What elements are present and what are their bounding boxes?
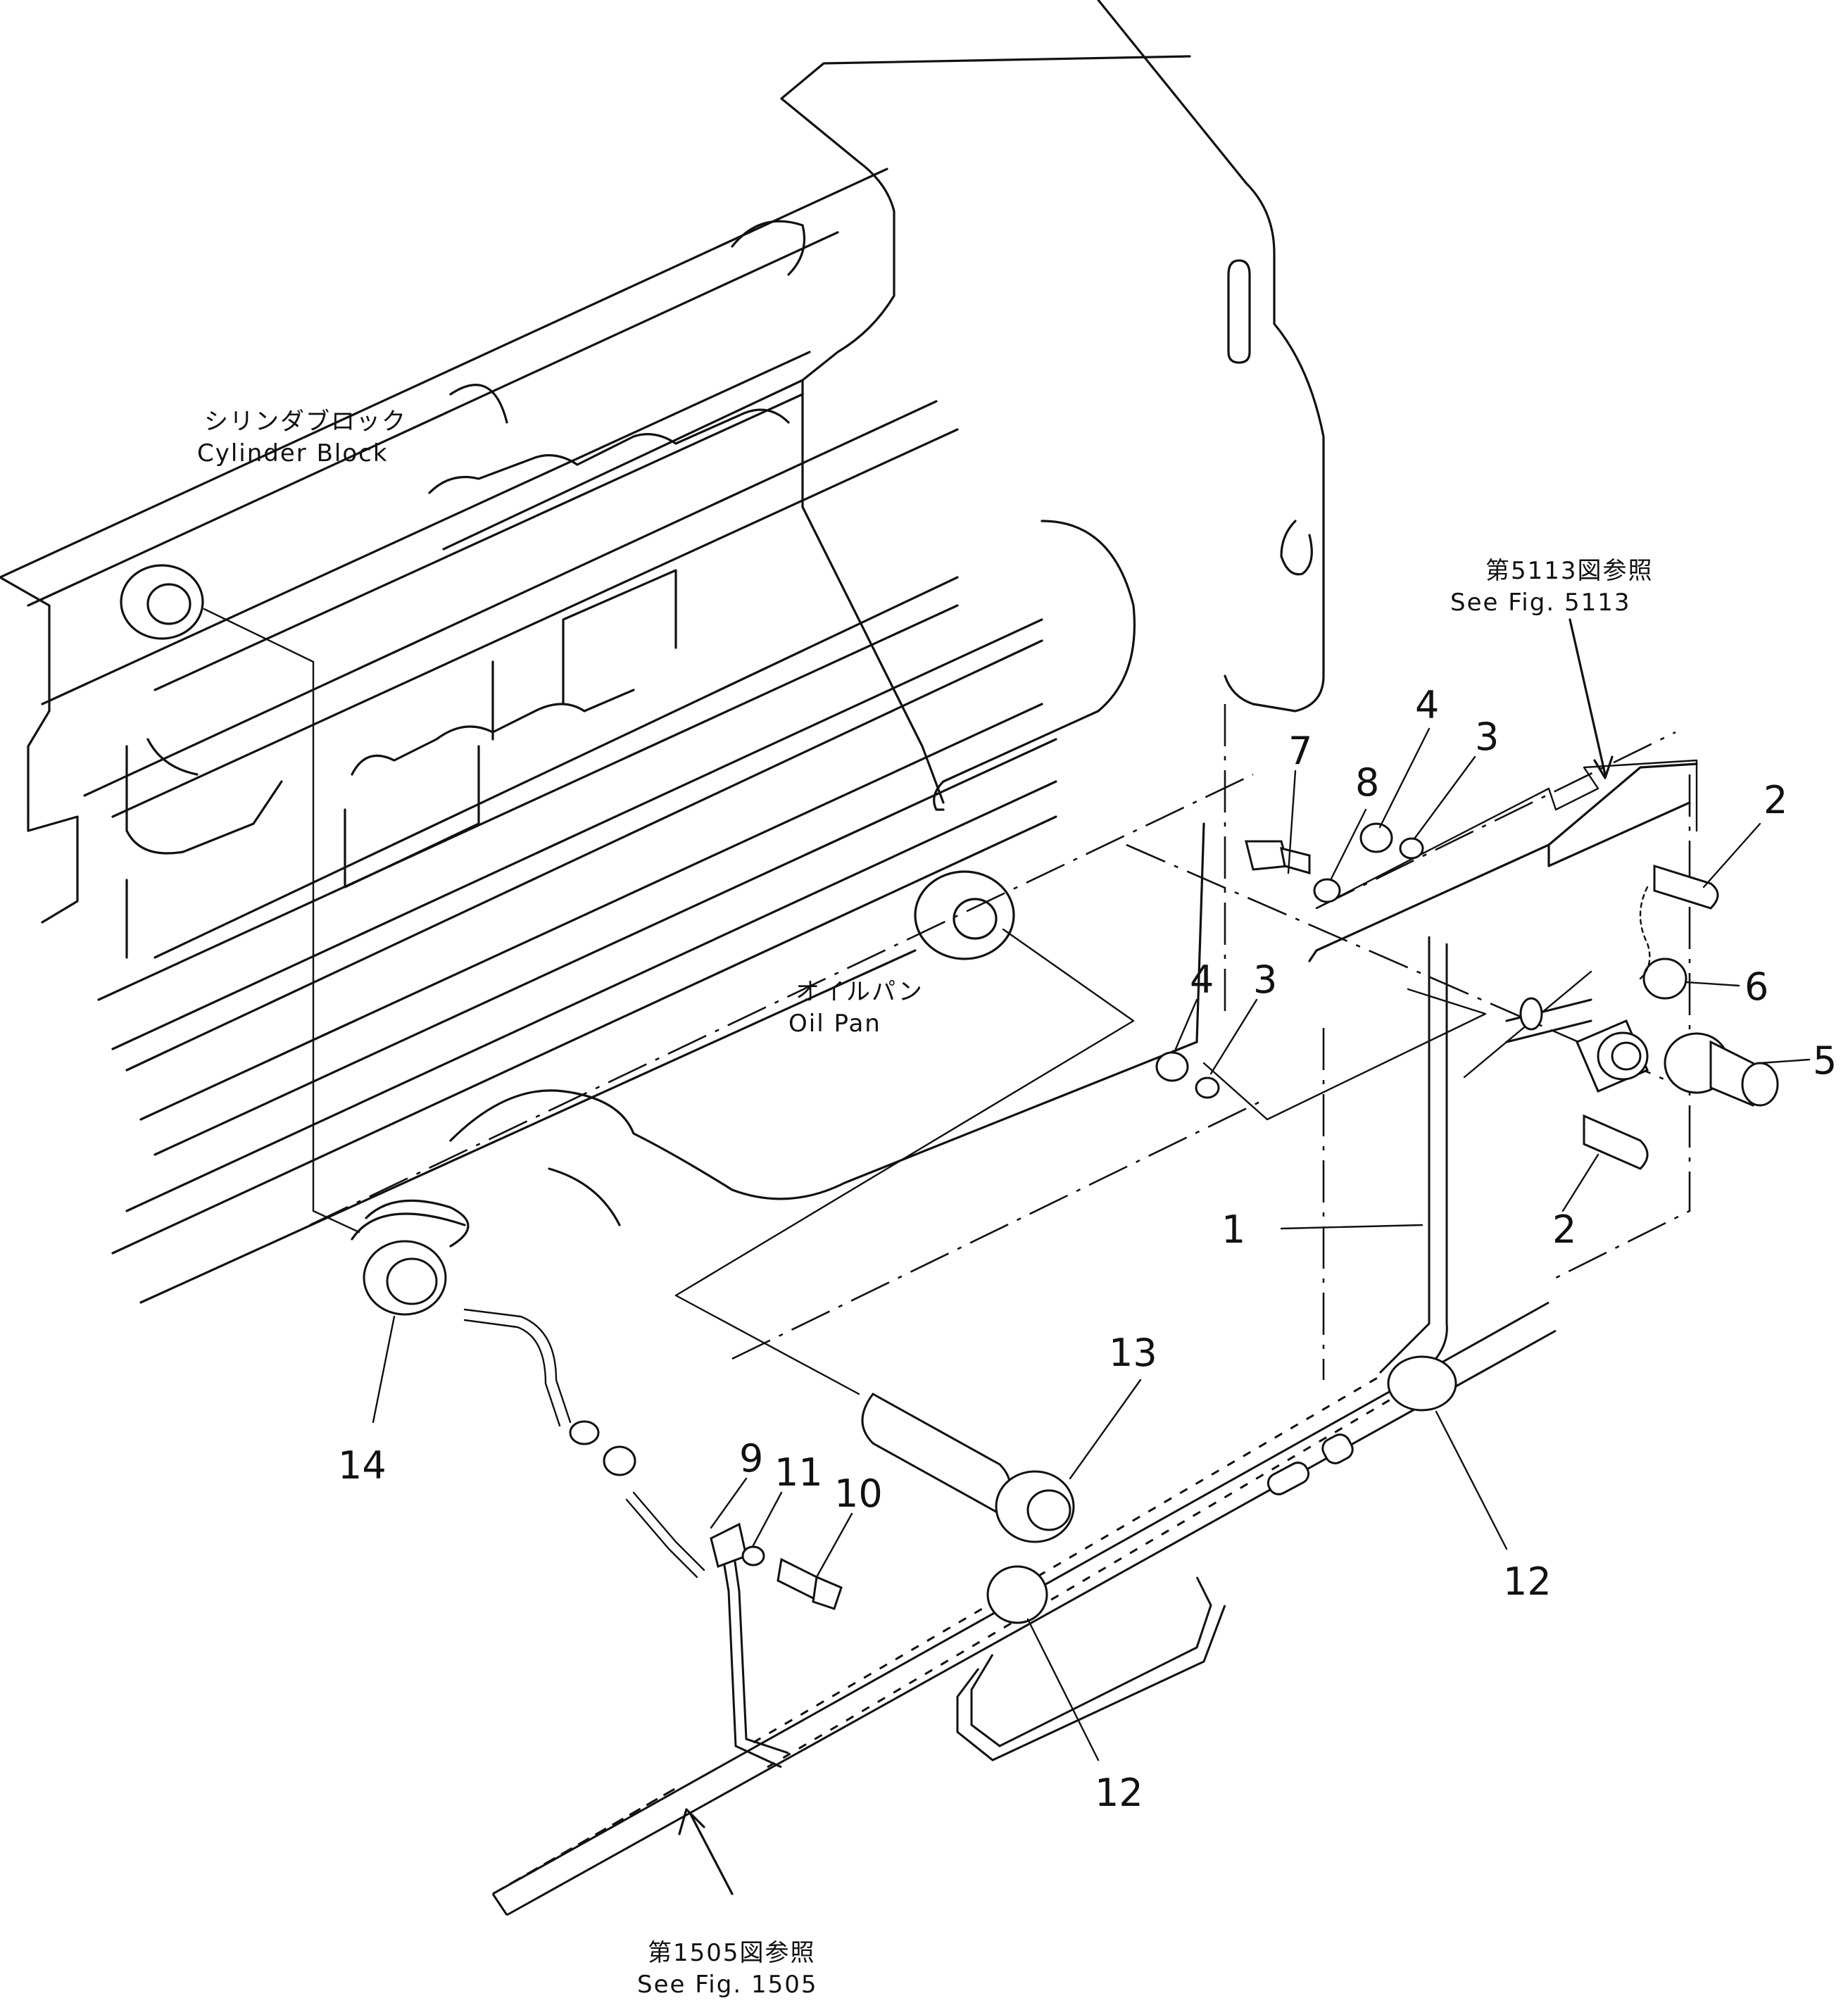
callout-11: 11 — [774, 1450, 823, 1495]
fig-5113-label-en: See Fig. 5113 — [1450, 589, 1630, 617]
bracket-plate — [1308, 762, 1698, 962]
receptacle — [1505, 997, 1649, 1093]
cylinder-block-drawing — [0, 0, 1325, 1304]
cylinder-block-label-en: Cylinder Block — [197, 439, 389, 467]
callout-14: 14 — [338, 1443, 386, 1488]
callout-3-upper: 3 — [1475, 715, 1499, 759]
callout-4-lower: 4 — [1190, 957, 1214, 1002]
callout-9: 9 — [739, 1436, 763, 1481]
oil-pan-label-en: Oil Pan — [788, 1010, 881, 1038]
callout-12-bottom: 12 — [1095, 1771, 1143, 1815]
fasteners — [710, 822, 1719, 1624]
callout-10: 10 — [834, 1471, 883, 1516]
cylinder-block-label-jp: シリンダブロック — [204, 408, 407, 436]
callout-7: 7 — [1288, 729, 1312, 773]
callout-12-right: 12 — [1503, 1559, 1552, 1604]
fig-1505-label-en: See Fig. 1505 — [637, 1971, 817, 1999]
fig-5113-label-jp: 第5113図参照 — [1485, 557, 1654, 585]
oil-pan-label-jp: オイルパン — [796, 978, 924, 1006]
callout-2-upper: 2 — [1764, 778, 1787, 822]
callout-numbers: 1 2 2 3 3 4 4 5 6 7 8 9 10 11 12 12 13 1… — [338, 683, 1837, 1815]
reference-harness-1505 — [491, 1787, 677, 1916]
callout-leaders — [372, 618, 1811, 1895]
callout-5: 5 — [1813, 1038, 1837, 1083]
callout-6: 6 — [1745, 965, 1768, 1009]
callout-3-lower: 3 — [1253, 957, 1277, 1002]
callout-2-lower: 2 — [1552, 1207, 1576, 1252]
callout-13: 13 — [1109, 1331, 1157, 1375]
callout-1: 1 — [1221, 1207, 1245, 1252]
heater-13 — [861, 1393, 1075, 1543]
wiring-harness — [463, 936, 1557, 1916]
reference-labels: シリンダブロック Cylinder Block オイルパン Oil Pan 第5… — [197, 408, 1654, 1999]
connector-5 — [1664, 1032, 1779, 1107]
cap-6 — [1639, 886, 1687, 1000]
callout-4-upper: 4 — [1415, 683, 1439, 727]
callout-8: 8 — [1355, 760, 1379, 805]
assembly-leader-lines — [309, 704, 1691, 1380]
sensor-14 — [351, 1199, 636, 1476]
fig-1505-label-jp: 第1505図参照 — [648, 1939, 816, 1967]
